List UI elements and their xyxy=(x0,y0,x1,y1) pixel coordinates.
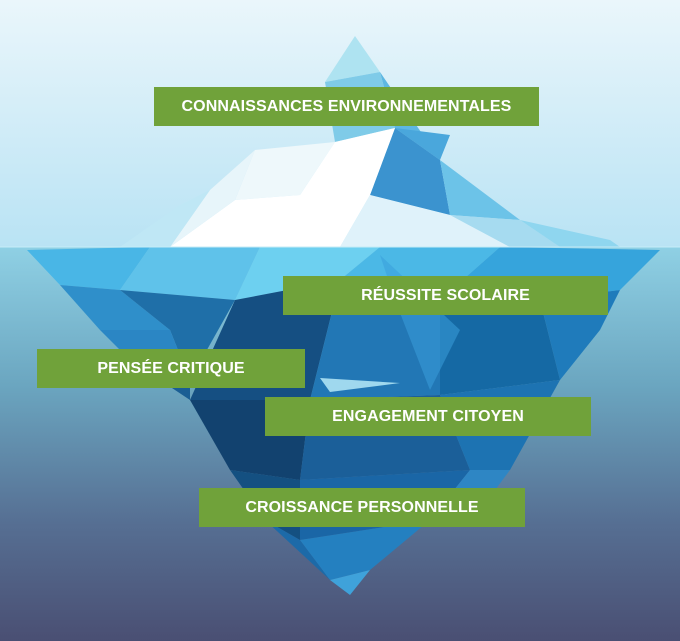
iceberg-tip xyxy=(120,36,620,247)
label-pensee-critique: PENSÉE CRITIQUE xyxy=(37,349,305,388)
label-connaissances-environnementales: CONNAISSANCES ENVIRONNEMENTALES xyxy=(154,87,539,126)
label-croissance-personnelle: CROISSANCE PERSONNELLE xyxy=(199,488,525,527)
label-engagement-citoyen: ENGAGEMENT CITOYEN xyxy=(265,397,591,436)
label-reussite-scolaire: RÉUSSITE SCOLAIRE xyxy=(283,276,608,315)
